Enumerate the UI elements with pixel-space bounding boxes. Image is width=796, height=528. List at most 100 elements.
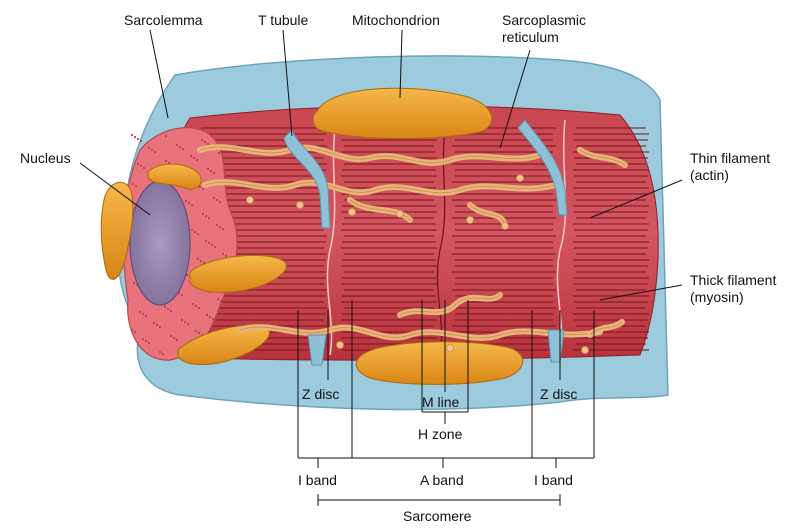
- myofibril-dot: [158, 350, 162, 354]
- sr-terminal: [446, 344, 454, 352]
- label-nucleus: Nucleus: [20, 150, 71, 166]
- label-thin-line1: Thin filament: [690, 150, 771, 166]
- myofibril-dot: [139, 164, 143, 168]
- myofibril-dot: [211, 317, 215, 321]
- t-tubule-right: [517, 119, 568, 216]
- myofibril-dot: [194, 329, 198, 333]
- mitochondrion-left-2: [189, 254, 287, 293]
- myofibril-dot: [196, 232, 200, 236]
- myofibril-dot: [189, 154, 193, 158]
- muscle-fiber-body: [163, 105, 659, 361]
- myofibril-dot: [163, 305, 167, 309]
- sr-branch-outline: [589, 321, 623, 336]
- myofibril-dot: [130, 328, 134, 332]
- myofibril-dot: [190, 228, 194, 232]
- leader-t-tubule: [282, 29, 293, 137]
- myofibril-dot: [133, 135, 137, 139]
- label-thin-filament: Thin filament (actin): [690, 150, 770, 184]
- myofibril-dot: [181, 147, 185, 151]
- myofibril-dot: [147, 341, 151, 345]
- myofibril-dot: [136, 162, 140, 166]
- sr-terminal: [501, 222, 509, 230]
- myofibril-dot: [222, 301, 226, 305]
- myofibril-dot: [204, 214, 208, 218]
- nucleus-shape: [129, 180, 191, 306]
- myofibril-dot: [184, 199, 188, 203]
- leader-sarcolemma: [149, 29, 169, 119]
- myofibril-dot: [194, 304, 198, 308]
- myofibril-dot: [158, 325, 162, 329]
- z-disc-line-left: [326, 129, 336, 356]
- myofibril-dot: [221, 227, 225, 231]
- label-a-band: A band: [420, 472, 464, 488]
- leader-sr: [499, 49, 531, 149]
- myofibril-dot: [138, 310, 142, 314]
- myofibril-dot: [132, 281, 136, 285]
- sr-terminal: [336, 341, 344, 349]
- myofibril-dot: [169, 309, 173, 313]
- myofibril-dot: [209, 169, 213, 173]
- label-sarcomere: Sarcomere: [403, 508, 472, 524]
- label-z-disc-left: Z disc: [302, 386, 340, 402]
- myofibril-dot: [133, 330, 137, 334]
- label-h-zone: H zone: [418, 426, 463, 442]
- myofibril-dot: [141, 312, 145, 316]
- myofibril-dot: [166, 307, 170, 311]
- leader-thin-filament: [589, 179, 683, 219]
- myofibril-dot: [220, 153, 224, 157]
- mitochondrion-left-1: [147, 163, 202, 190]
- myofibril-dot: [223, 155, 227, 159]
- label-thin-line2: (actin): [690, 167, 729, 183]
- myofibril-dot: [161, 352, 165, 356]
- myofibril-dot: [217, 151, 221, 155]
- myofibril-dot: [207, 241, 211, 245]
- label-sr-line1: Sarcoplasmic: [502, 12, 587, 28]
- t-tubule-left: [283, 129, 331, 229]
- myofibril-dot: [141, 337, 145, 341]
- myofibril-dot: [197, 306, 201, 310]
- sr-terminal: [466, 216, 474, 224]
- myofibril-dot: [203, 140, 207, 144]
- sr-branch-outline: [349, 199, 411, 221]
- myofibril-dot: [187, 201, 191, 205]
- label-z-disc-right: Z disc: [540, 386, 578, 402]
- myofibril-dot: [221, 252, 225, 256]
- myofibril-dot: [208, 315, 212, 319]
- sr-terminal: [581, 346, 589, 354]
- myofibril-dot: [198, 185, 202, 189]
- myofibril-dot: [144, 314, 148, 318]
- sr-terminal: [246, 196, 254, 204]
- myofibril-dot: [212, 171, 216, 175]
- myofibril-dot: [175, 338, 179, 342]
- sr-terminal: [296, 201, 304, 209]
- myofibril-dot: [207, 216, 211, 220]
- mitochondrion-top: [312, 87, 492, 140]
- myofibril-dot: [152, 321, 156, 325]
- label-thick-line2: (myosin): [690, 289, 744, 305]
- myofibril-dot: [150, 148, 154, 152]
- mitochondrion-left-4: [100, 182, 134, 280]
- sr-terminal: [348, 208, 356, 216]
- t-tubule-bottom-left: [307, 334, 327, 366]
- label-i-band-left: I band: [298, 472, 337, 488]
- sr-terminal: [516, 174, 524, 182]
- sr-branch-outline: [199, 146, 541, 164]
- z-disc-line-right: [556, 119, 567, 356]
- myofibril-dot: [197, 331, 201, 335]
- myofibril-dot: [216, 297, 220, 301]
- label-i-band-right: I band: [534, 472, 573, 488]
- myofibril-dot: [130, 133, 134, 137]
- label-sarcolemma: Sarcolemma: [124, 12, 203, 28]
- label-sarcoplasmic-reticulum: Sarcoplasmic reticulum: [502, 12, 586, 46]
- label-t-tubule: T tubule: [258, 12, 309, 28]
- myofibril-dot: [164, 159, 168, 163]
- myofibril-dot: [186, 322, 190, 326]
- myofibril-dot: [169, 334, 173, 338]
- myofibril-dot: [212, 196, 216, 200]
- myofibril-dot: [136, 137, 140, 141]
- leader-lines: [79, 29, 683, 506]
- m-line-center: [436, 129, 446, 356]
- sr-branch-outline: [469, 204, 506, 226]
- myofibril-dot: [215, 223, 219, 227]
